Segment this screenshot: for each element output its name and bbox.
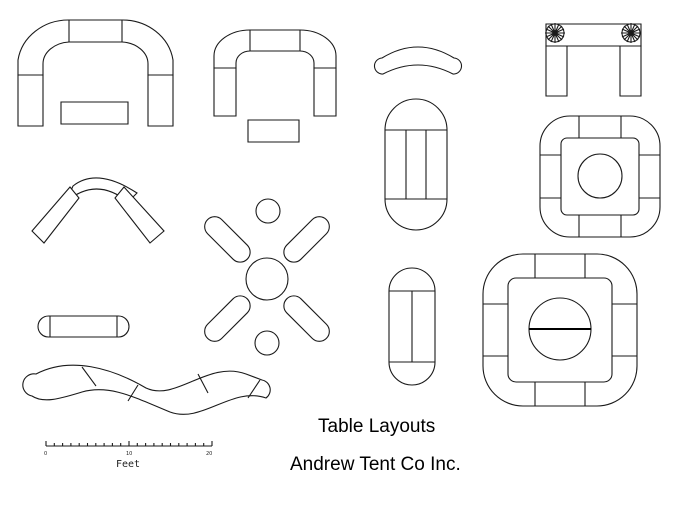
x-arm (201, 213, 255, 267)
chevron-left-arm (32, 187, 79, 243)
scale-tick-label: 0 (44, 451, 47, 457)
u-left-leg (546, 46, 567, 96)
oval-table-medium (389, 268, 435, 385)
horseshoe-center-table (61, 102, 128, 124)
scale-bar: 0 10 20 Feet (44, 441, 212, 470)
x-arm (201, 292, 255, 346)
chevron-right-arm (115, 187, 164, 243)
horseshoe-small-arc (214, 30, 336, 68)
oval-table-large-outline (385, 99, 447, 230)
layout-u-with-plants (545, 23, 641, 96)
x-arm (280, 213, 334, 267)
serpentine-outline (23, 365, 270, 414)
round-center-table (578, 154, 622, 198)
horseshoe-small-right-leg (314, 68, 336, 116)
horseshoe-small-center-table (248, 120, 299, 142)
layout-square-round-center-large (483, 254, 637, 406)
plant-icon (621, 23, 641, 43)
horseshoe-arc-table (18, 20, 173, 75)
scale-tick-label: 20 (206, 451, 212, 457)
arc-table-small (374, 47, 461, 74)
plant-icon (545, 23, 565, 43)
capsule-table-small (38, 316, 129, 337)
capsule-outline (38, 316, 129, 337)
diagram-title: Table Layouts (318, 416, 435, 437)
serpentine-table (23, 365, 270, 414)
arc-table-small-shape (374, 47, 461, 74)
oval-table-large (385, 99, 447, 230)
horseshoe-small-left-leg (214, 68, 236, 116)
company-name: Andrew Tent Co Inc. (290, 454, 461, 475)
layout-horseshoe-large (18, 20, 173, 126)
layout-horseshoe-small (214, 30, 336, 142)
x-center-table (246, 258, 288, 300)
scale-unit-label: Feet (116, 459, 140, 470)
scale-tick-label: 10 (126, 451, 132, 457)
x-arm (280, 292, 334, 346)
chevron-center-arc (66, 178, 137, 202)
horseshoe-left-leg (18, 75, 43, 126)
u-right-leg (620, 46, 641, 96)
layout-chevron (32, 178, 164, 243)
x-round-table-bottom (255, 331, 279, 355)
layout-square-round-center-small (540, 116, 660, 237)
layout-x-cross (148, 160, 386, 398)
x-round-table-top (256, 199, 280, 223)
horseshoe-right-leg (148, 75, 173, 126)
